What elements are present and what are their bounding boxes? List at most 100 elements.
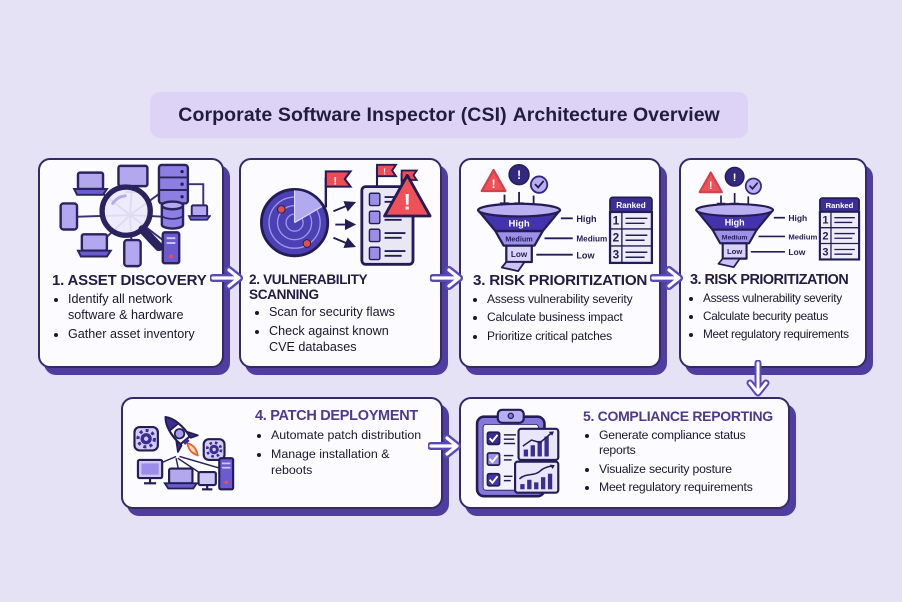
bullet-item: Scan for security flaws — [269, 305, 414, 321]
svg-text:!: ! — [517, 168, 521, 182]
box-compliance-reporting: 5. COMPLIANCE REPORTING Generate complia… — [459, 397, 790, 509]
svg-text:Ranked: Ranked — [826, 201, 854, 210]
vulnerability-scanning-icon: ! — [241, 160, 440, 272]
funnel-ticks — [750, 216, 785, 253]
svg-text:2: 2 — [613, 230, 620, 244]
bar-chart-icon — [517, 427, 560, 461]
box-heading: 4. PATCH DEPLOYMENT — [255, 408, 418, 424]
svg-text:3: 3 — [822, 246, 828, 258]
title-text-regular: Corporate Software Inspector (CSI) — [178, 103, 507, 126]
ranked-table-icon: Ranked 1 2 3 — [818, 197, 861, 261]
flow-arrow-2-to-3 — [430, 266, 463, 290]
bullet-item: Prioritize critical patches — [487, 329, 653, 344]
clipboard-report-icon — [475, 408, 560, 498]
flow-arrow-3-to-4 — [650, 266, 683, 290]
svg-text:!: ! — [492, 176, 496, 190]
flow-arrow-1-to-2 — [210, 266, 243, 290]
box-heading: 2. VULNERABILITY SCANNING — [249, 272, 368, 302]
check-circle-icon — [744, 177, 762, 195]
bullet-list: Assess vulnerability severity Calculate … — [690, 291, 859, 342]
svg-text:Medium: Medium — [505, 234, 533, 243]
svg-text:3: 3 — [613, 247, 620, 261]
svg-text:High: High — [508, 218, 529, 229]
funnel-side-label: Low — [788, 247, 805, 257]
bullet-item: Calculate becurity peatus — [703, 309, 859, 324]
bullet-item: Gather asset inventory — [68, 327, 216, 343]
patch-deployment-icon — [123, 399, 255, 507]
rocket-deploy-icon — [133, 416, 235, 491]
magnifier-icon — [99, 184, 164, 252]
risk-funnel-icon: ! ! High — [695, 166, 861, 268]
bullet-item: Meet regulatory requirements — [599, 480, 780, 495]
flow-arrow-5-to-6 — [428, 434, 461, 458]
tower-icon — [161, 231, 181, 265]
risk-funnel-icon: ! ! High — [476, 163, 654, 272]
title-text-bold: Architecture Overview — [512, 103, 720, 126]
svg-text:!: ! — [333, 175, 337, 187]
funnel-side-label: Low — [576, 250, 595, 260]
svg-text:Low: Low — [727, 247, 742, 256]
bullet-list: Generate compliance status reports Visua… — [583, 428, 780, 496]
box-heading: 3. RISK PRIORITIZATION — [473, 272, 648, 289]
tablet-icon — [123, 238, 142, 268]
monitor-icon — [136, 458, 164, 485]
box-heading: 5. COMPLIANCE REPORTING — [583, 408, 773, 424]
svg-text:!: ! — [403, 189, 410, 214]
compliance-reporting-icon — [461, 399, 583, 507]
small-monitor-icon — [197, 470, 217, 491]
flag-icon: ! — [375, 163, 398, 187]
funnel-side-label: High — [576, 213, 596, 223]
bullet-list: Automate patch distribution Manage insta… — [255, 428, 433, 478]
funnel-side-label: High — [788, 213, 807, 223]
bullet-list: Identify all network software & hardware… — [52, 292, 216, 343]
laptop-icon — [76, 233, 113, 258]
svg-text:Low: Low — [511, 249, 528, 258]
warning-triangle-icon: ! — [382, 173, 431, 218]
bullet-item: Identify all network software & hardware — [68, 292, 216, 324]
svg-text:High: High — [725, 217, 745, 227]
scan-arrows — [332, 201, 356, 248]
server-rack-icon — [157, 163, 190, 205]
gear-icon — [133, 425, 159, 452]
checklist-icon — [486, 431, 516, 487]
alert-flag-icon: ! — [324, 170, 353, 208]
network-magnifier-icon — [59, 163, 211, 268]
svg-text:Medium: Medium — [722, 234, 748, 241]
box-heading: 1. ASSET DISCOVERY — [52, 272, 207, 289]
bullet-item: Manage installation & reboots — [271, 447, 433, 479]
bullet-item: Automate patch distribution — [271, 428, 433, 444]
svg-text:1: 1 — [822, 215, 828, 227]
box-risk-prioritization-2: ! ! High — [679, 158, 867, 368]
bullet-item: Meet regulatory requirements — [703, 327, 859, 342]
funnel-side-label: Medium — [788, 232, 817, 241]
bullet-item: Assess vulnerability severity — [703, 291, 859, 306]
ranked-table-icon: Ranked 1 2 3 — [608, 195, 654, 264]
alert-circle-icon: ! — [508, 163, 530, 185]
warning-triangle-icon: ! — [698, 171, 723, 194]
warning-triangle-icon: ! — [480, 168, 507, 192]
svg-text:Ranked: Ranked — [616, 200, 646, 209]
svg-text:2: 2 — [822, 231, 828, 243]
check-circle-icon — [529, 175, 549, 194]
radar-findings-icon: ! — [259, 163, 431, 266]
svg-text:1: 1 — [613, 213, 620, 227]
bullet-item: Visualize security posture — [599, 462, 780, 477]
funnel-ticks — [536, 216, 573, 256]
bullet-list: Assess vulnerability severity Calculate … — [473, 292, 653, 344]
laptop-icon — [163, 467, 199, 490]
bullet-item: Generate compliance status reports — [599, 428, 780, 459]
bullet-item: Check against known CVE databases — [269, 324, 414, 356]
risk-prioritization-icon: ! ! High — [461, 160, 659, 272]
box-asset-discovery: 1. ASSET DISCOVERY Identify all network … — [38, 158, 224, 368]
box-patch-deployment: 4. PATCH DEPLOYMENT Automate patch distr… — [121, 397, 443, 509]
box-risk-prioritization: ! ! High — [459, 158, 661, 368]
phone-icon — [59, 202, 79, 231]
radar-icon — [259, 188, 329, 258]
funnel-side-label: Medium — [576, 234, 607, 243]
bullet-item: Assess vulnerability severity — [487, 292, 653, 307]
small-laptop-icon — [187, 204, 211, 221]
rocket-icon — [164, 416, 199, 457]
laptop-icon — [72, 171, 109, 196]
diagram-title: Corporate Software Inspector (CSI) Archi… — [150, 92, 748, 138]
